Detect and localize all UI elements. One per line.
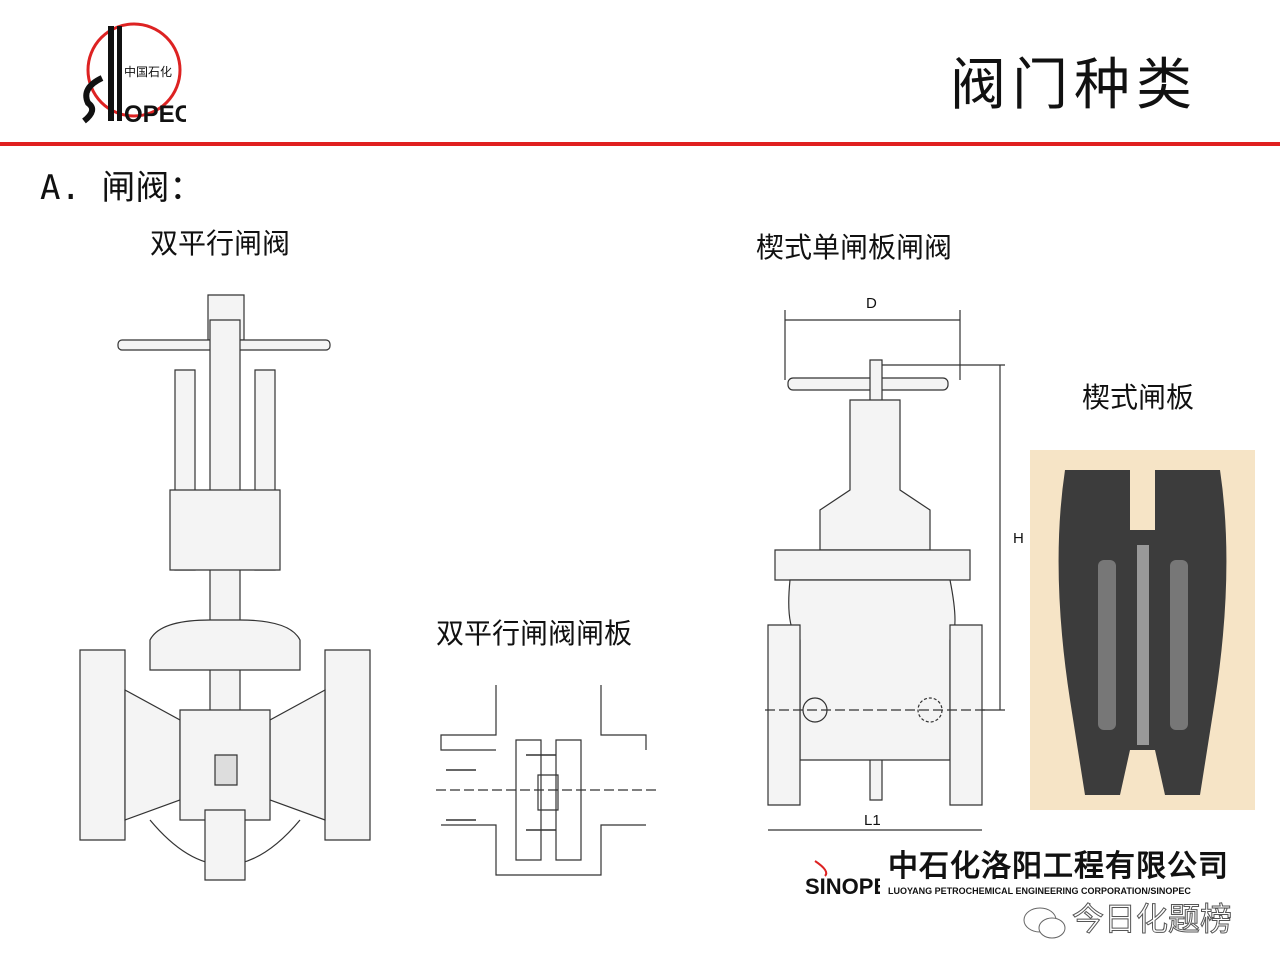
double-parallel-gate-detail-drawing [436,680,666,880]
section-heading: A. 闸阀： [40,168,204,208]
company-name-cn: 中石化洛阳工程有限公司 [888,849,1229,884]
double-parallel-gate-valve-drawing [70,290,380,890]
caption-double-parallel-gate: 双平行闸阀闸板 [436,617,633,650]
svg-text:SINOPEC: SINOPEC [805,874,880,898]
header-divider [0,142,1280,146]
footer-sinopec-logo: SINOPEC [805,856,880,898]
caption-wedge-gate: 楔式闸板 [1082,381,1195,414]
page-title: 阀门种类 [950,53,1198,118]
sinopec-logo: 中国石化 OPEC [76,18,186,128]
company-name-en: LUOYANG PETROCHEMICAL ENGINEERING CORPOR… [888,886,1191,896]
caption-double-parallel-gate-valve: 双平行闸阀 [150,227,291,260]
wedge-gate-valve-drawing [760,310,1040,840]
dimension-l1-label: L1 [864,812,881,829]
wechat-icon [1023,907,1066,939]
wedge-gate-photo [1030,450,1255,810]
dimension-h-label: H [1013,530,1024,547]
svg-text:中国石化: 中国石化 [124,64,172,79]
caption-wedge-single-gate-valve: 楔式单闸板闸阀 [756,231,953,264]
watermark-text: 今日化题榜 [1071,900,1233,938]
dimension-d-label: D [866,295,877,312]
svg-text:OPEC: OPEC [124,101,186,128]
